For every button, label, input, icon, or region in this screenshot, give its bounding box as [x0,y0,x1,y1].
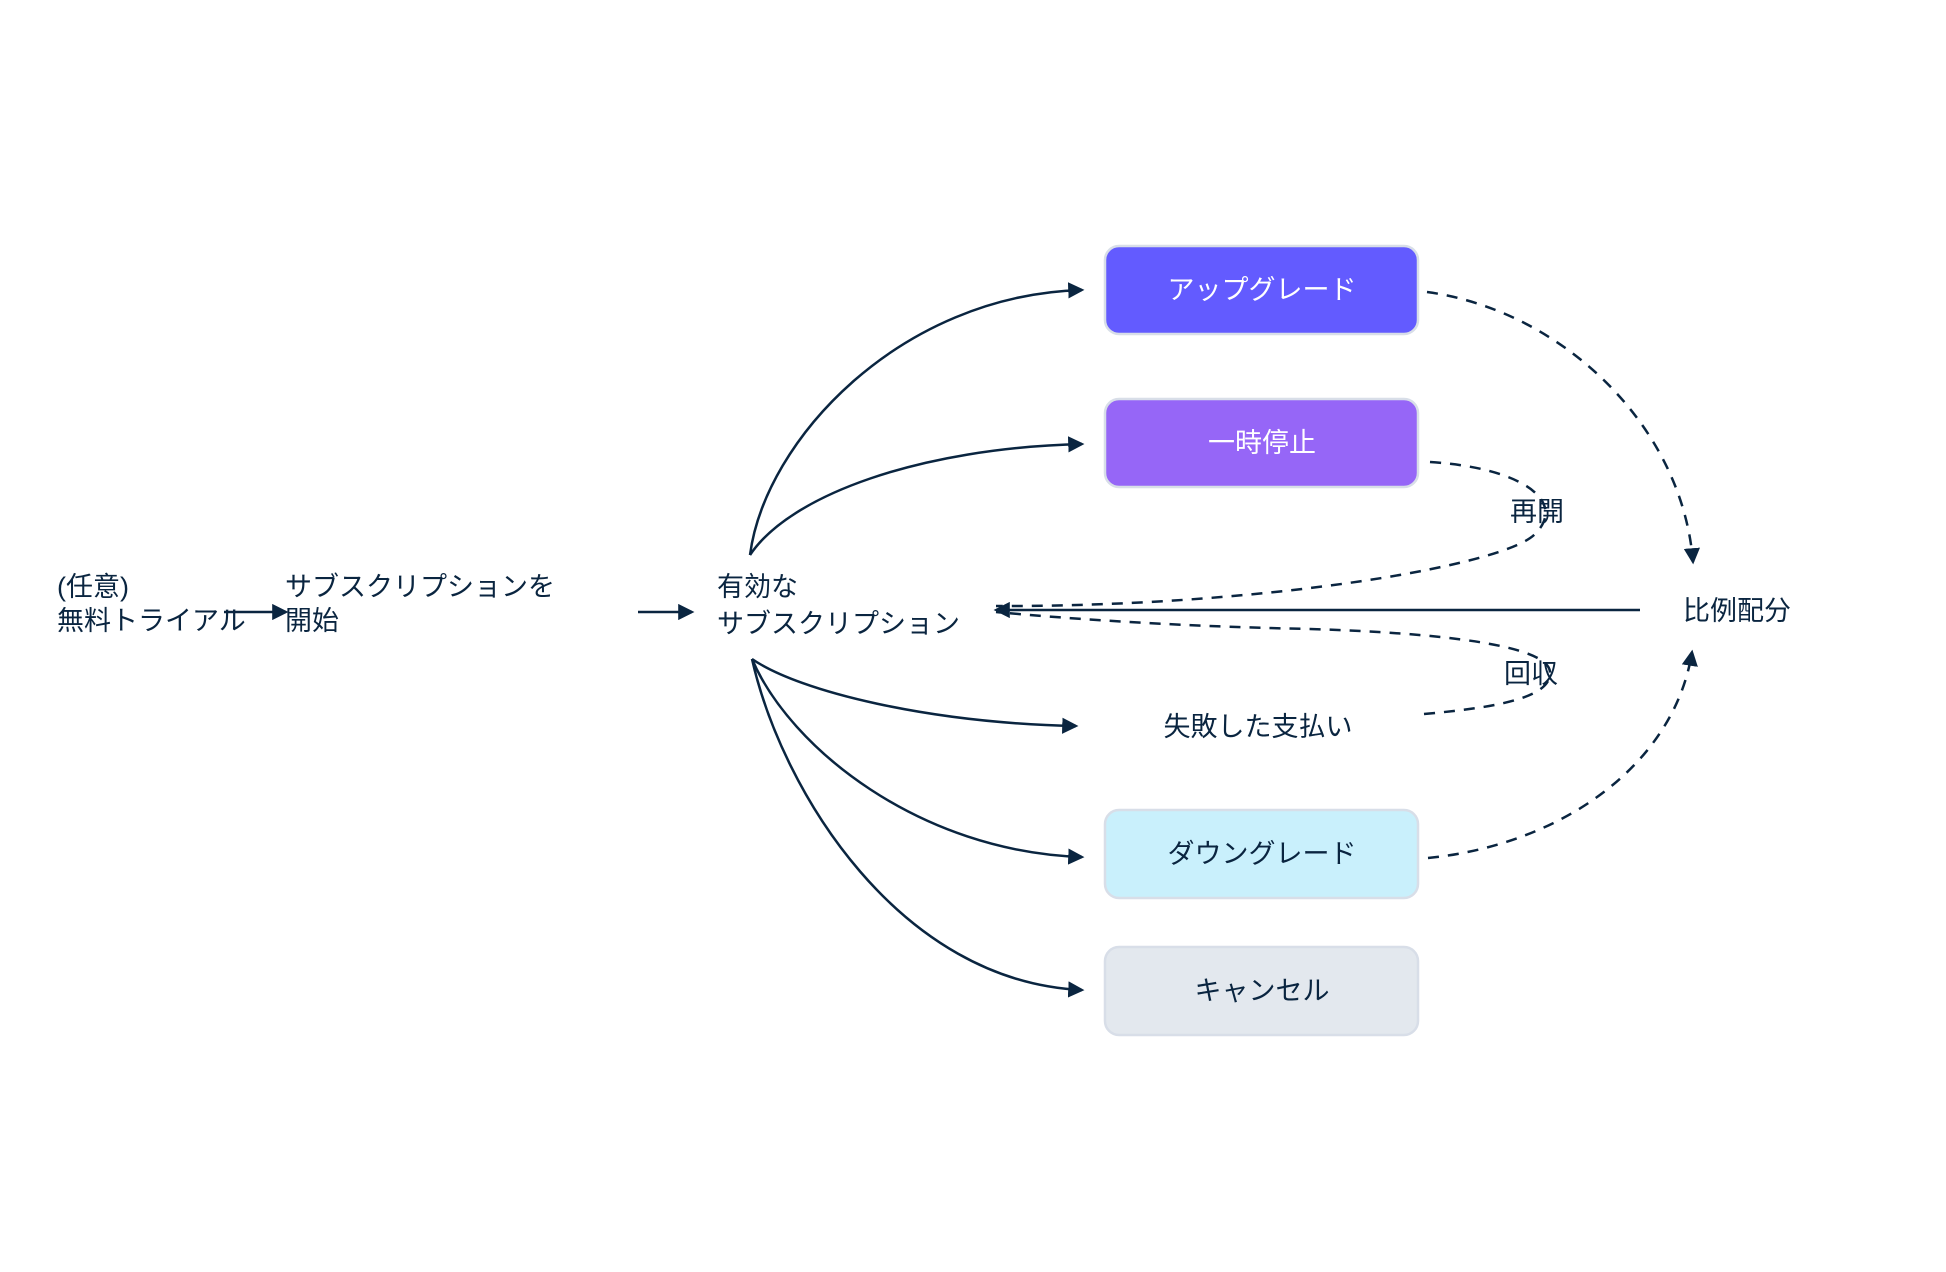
edge-active-to-cancel [750,658,1085,998]
active-subscription-label-line2: サブスクリプション [717,609,960,639]
edge-upgrade-to-proration [1426,290,1700,565]
node-proration: 比例配分 [1683,596,1791,626]
downgrade-box [1103,808,1420,900]
free-trial-label-line2: 無料トライアル [57,606,246,636]
start-subscription-label-line1: サブスクリプションを [285,572,555,602]
failed-payment-label: 失敗した支払い [1164,712,1353,742]
edge-downgrade-to-proration [1427,649,1698,860]
edge-active-to-downgrade [750,658,1085,865]
node-free-trial: (任意) 無料トライアル [57,572,246,636]
cancel-box [1103,945,1420,1037]
edge-active-to-failed-payment [751,657,1079,734]
resume-edge-label: 再開 [1510,497,1564,527]
node-failed-payment: 失敗した支払い [1164,712,1353,742]
node-pause: 一時停止 [1103,397,1420,489]
cancel-label: キャンセル [1195,976,1330,1006]
pause-box [1103,397,1420,489]
node-cancel: キャンセル [1103,945,1420,1037]
edge-failed-recovery-to-active [995,610,1552,716]
start-subscription-label-line2: 開始 [285,606,339,636]
recovery-edge-label: 回収 [1504,659,1558,689]
edges [224,282,1700,998]
node-active-subscription: 有効な サブスクリプション [717,572,960,639]
upgrade-label: アップグレード [1168,275,1357,305]
active-subscription-label-line1: 有効な [717,572,798,602]
node-downgrade: ダウングレード [1103,808,1420,900]
node-start-subscription: サブスクリプションを 開始 [285,572,555,636]
node-upgrade: アップグレード [1103,244,1420,336]
free-trial-label-line1: (任意) [57,572,129,602]
proration-label: 比例配分 [1683,596,1791,626]
downgrade-label: ダウングレード [1168,839,1357,869]
edge-active-to-upgrade [748,282,1085,556]
edge-active-to-pause [748,436,1085,556]
pause-label: 一時停止 [1208,428,1316,458]
upgrade-box [1103,244,1420,336]
